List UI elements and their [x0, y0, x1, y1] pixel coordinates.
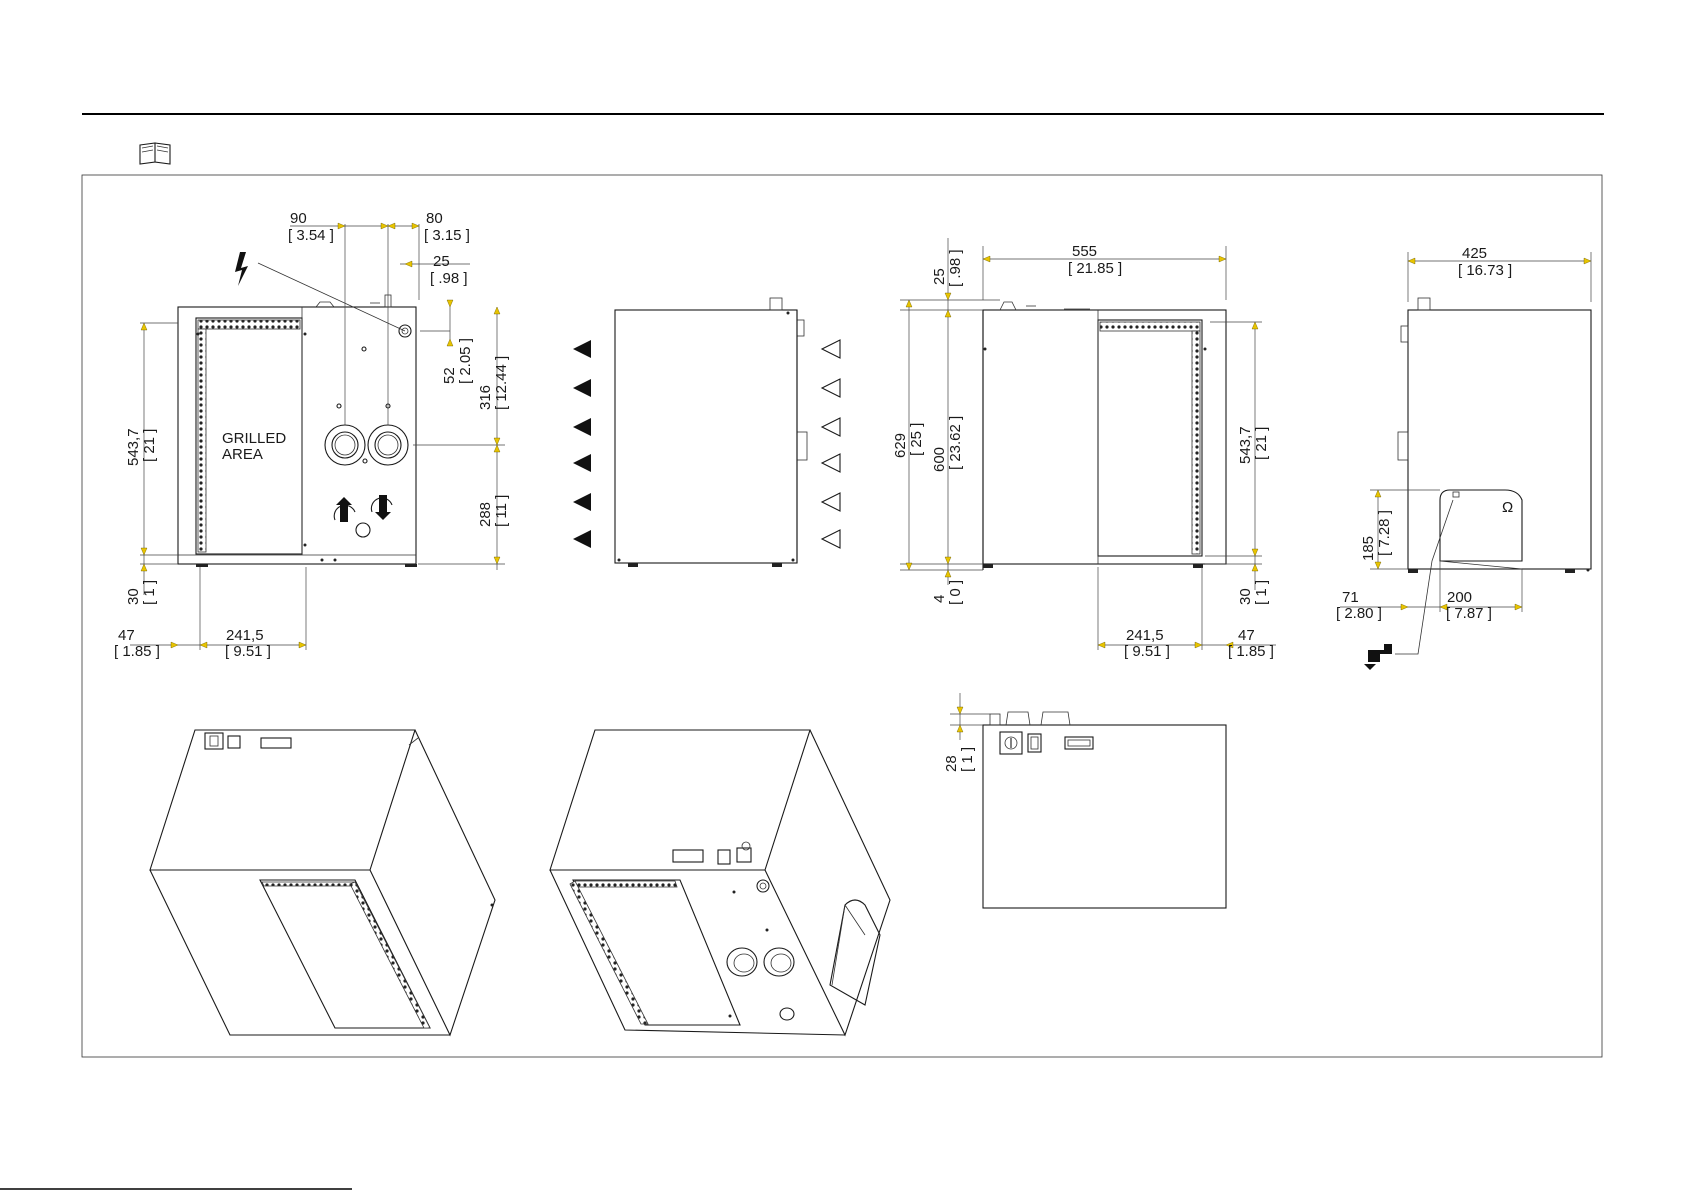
dim-200: 200: [1447, 589, 1472, 606]
dim-71-in: [ 2.80 ]: [1336, 605, 1382, 622]
front-view: [177, 252, 417, 567]
dim-47: 47: [118, 627, 135, 644]
rear-dimensions: [1340, 252, 1592, 612]
dim-side-30-in: [ 1 ]: [1253, 580, 1270, 605]
side-dim-labels: 555 [ 21.85 ] 25 [ .98 ] 629 [ 25 ] 600 …: [892, 243, 1274, 660]
dim-30: 30: [125, 588, 142, 605]
isometric-view-rear: [549, 729, 891, 1037]
top-view: 28 [ 1 ]: [943, 693, 1227, 909]
dim-30-in: [ 1 ]: [141, 580, 158, 605]
manual-book-icon[interactable]: [139, 142, 171, 165]
electrical-hazard-icon: [235, 252, 248, 286]
drawing-frame: [81, 174, 1603, 1058]
dim-316-in: [ 12.44 ]: [493, 356, 510, 410]
dim-5437: 543,7: [125, 428, 142, 466]
omega-symbol: Ω: [1502, 499, 1513, 516]
airflow-out-arrows: [820, 339, 841, 549]
grilled-label: GRILLED: [222, 430, 286, 447]
dim-600: 600: [931, 447, 948, 472]
side-view: [982, 301, 1227, 570]
dim-90: 90: [290, 210, 307, 227]
dim-4: 4: [931, 595, 948, 603]
dim-185-in: [ 7.28 ]: [1376, 510, 1393, 556]
dim-425-in: [ 16.73 ]: [1458, 262, 1512, 279]
dim-side-2415-in: [ 9.51 ]: [1124, 643, 1170, 660]
dim-555-in: [ 21.85 ]: [1068, 260, 1122, 277]
dim-80-in: [ 3.15 ]: [424, 227, 470, 244]
dim-side-47-in: [ 1.85 ]: [1228, 643, 1274, 660]
dim-28: 28: [943, 755, 960, 772]
dim-25: 25: [433, 253, 450, 270]
dim-side-25-in: [ .98 ]: [947, 249, 964, 287]
isometric-view-front: [149, 729, 496, 1037]
dim-200-in: [ 7.87 ]: [1446, 605, 1492, 622]
dim-side-5437-in: [ 21 ]: [1253, 427, 1270, 460]
dim-2415-in: [ 9.51 ]: [225, 643, 271, 660]
dim-316: 316: [477, 385, 494, 410]
dim-side-30: 30: [1237, 588, 1254, 605]
side-dimensions: [900, 238, 1276, 650]
dim-side-2415: 241,5: [1126, 627, 1164, 644]
dim-52: 52: [441, 367, 458, 384]
dim-52-in: [ 2.05 ]: [457, 338, 474, 384]
dim-629-in: [ 25 ]: [908, 423, 925, 456]
dim-4-in: [ 0 ]: [947, 580, 964, 605]
front-dim-labels: 90 [ 3.54 ] 80 [ 3.15 ] 25 [ .98 ] 52 [ …: [114, 210, 510, 660]
rear-dim-labels: 425 [ 16.73 ] 185 [ 7.28 ] 71 [ 2.80 ] 2…: [1336, 245, 1512, 622]
dim-80: 80: [426, 210, 443, 227]
dim-side-47: 47: [1238, 627, 1255, 644]
dim-629: 629: [892, 433, 909, 458]
airflow-in-arrows: [573, 340, 591, 548]
dim-185: 185: [1360, 536, 1377, 561]
dim-600-in: [ 23.62 ]: [947, 416, 964, 470]
dim-425: 425: [1462, 245, 1487, 262]
rear-view: Ω: [1364, 297, 1592, 670]
dim-90-in: [ 3.54 ]: [288, 227, 334, 244]
dim-47-in: [ 1.85 ]: [114, 643, 160, 660]
dim-28-in: [ 1 ]: [959, 747, 976, 772]
dim-5437-in: [ 21 ]: [141, 429, 158, 462]
dim-side-5437: 543,7: [1237, 426, 1254, 464]
area-label: AREA: [222, 446, 263, 463]
drain-tap-icon: [1368, 644, 1392, 662]
dim-25-in: [ .98 ]: [430, 270, 468, 287]
dim-71: 71: [1342, 589, 1359, 606]
dim-555: 555: [1072, 243, 1097, 260]
dim-288: 288: [477, 502, 494, 527]
dim-288-in: [ 11 ]: [493, 495, 510, 527]
dim-side-25: 25: [931, 268, 948, 285]
airflow-view: [573, 297, 841, 567]
dim-2415: 241,5: [226, 627, 264, 644]
front-dimensions: [130, 222, 505, 650]
